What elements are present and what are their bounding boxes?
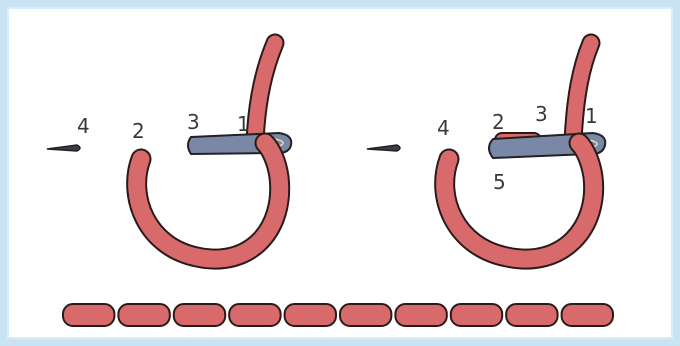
right-figure: 4 2 3 1 5 bbox=[366, 33, 607, 270]
left-label-1: 1 bbox=[237, 112, 250, 136]
running-stitch-row bbox=[62, 303, 614, 327]
thread-upper-fill bbox=[247, 35, 283, 150]
right-label-5: 5 bbox=[493, 170, 506, 194]
left-figure: 4 2 3 1 bbox=[46, 33, 293, 270]
right-label-4: 4 bbox=[437, 116, 450, 140]
needle-tip-icon bbox=[46, 144, 81, 152]
needle-tip-icon bbox=[366, 144, 401, 152]
stitch-segment bbox=[339, 303, 393, 327]
stitch-segment bbox=[117, 303, 171, 327]
left-label-2: 2 bbox=[132, 119, 145, 143]
right-label-1: 1 bbox=[585, 104, 598, 128]
left-label-4: 4 bbox=[77, 114, 90, 138]
thread-loop bbox=[128, 134, 289, 268]
stitch-segment bbox=[62, 303, 116, 327]
right-label-2: 2 bbox=[492, 110, 505, 134]
stitch-segment bbox=[505, 303, 559, 327]
thread-upper-fill bbox=[565, 35, 599, 150]
stitch-diagram: 4 2 3 1 4 2 3 1 5 bbox=[46, 33, 614, 327]
left-label-3: 3 bbox=[187, 110, 200, 134]
stitch-segment bbox=[283, 303, 338, 327]
stitch-segment bbox=[172, 303, 227, 327]
stitch-segment bbox=[228, 303, 282, 327]
right-label-3: 3 bbox=[535, 102, 548, 126]
thread-loop bbox=[436, 134, 603, 268]
stitch-segment bbox=[560, 303, 614, 327]
stitch-segment bbox=[394, 303, 448, 327]
stitch-segment bbox=[449, 303, 504, 327]
